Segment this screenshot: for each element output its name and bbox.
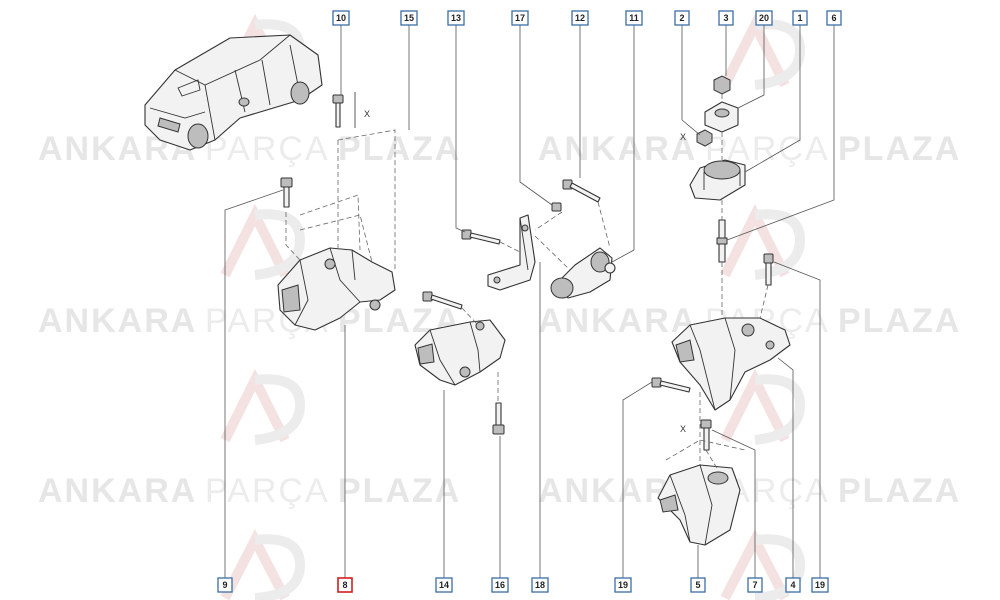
bolt-10: X [332,92,370,128]
watermark-word: PLAZA [838,472,961,510]
watermark-logo [220,203,306,280]
watermark-word: PLAZA [338,472,461,510]
callout-15[interactable]: 15 [400,10,418,26]
leader-dash [534,235,571,271]
watermark-word: PARÇA [205,472,330,510]
leader-dash [499,241,521,253]
stud-6 [716,219,728,263]
leader-dash [705,449,719,471]
dimension-x-label: X [680,132,686,142]
leader-dash [285,212,301,261]
mount-bracket-14 [414,319,506,386]
bolt-19b [763,253,774,286]
nut-2: X [680,129,713,147]
callout-8[interactable]: 8 [337,577,353,593]
callout-label: 17 [515,13,525,23]
callout-label: 14 [439,580,449,590]
watermark-logo [220,529,306,600]
callout-label: 8 [342,580,347,590]
callout-label: 9 [222,580,227,590]
callout-9[interactable]: 9 [217,577,233,593]
callout-13[interactable]: 13 [447,10,465,26]
callout-4[interactable]: 4 [785,577,801,593]
watermark-word: PLAZA [338,130,461,168]
callout-label: 15 [404,13,414,23]
leader-dash [299,194,361,251]
callout-label: 6 [831,13,836,23]
callout-label: 3 [723,13,728,23]
callout-label: 19 [815,580,825,590]
mount-bracket-8 [277,247,396,331]
callout-label: 13 [451,13,461,23]
callout-18[interactable]: 18 [531,577,549,593]
watermark-word: ANKARA [538,130,697,168]
watermark-word: ANKARA [538,302,697,340]
callout-5[interactable]: 5 [690,577,706,593]
bolt-13 [461,229,501,245]
torque-rod-11 [550,247,616,299]
watermark-word: PLAZA [838,302,961,340]
leader-lines [224,24,835,580]
callout-10[interactable]: 10 [332,10,350,26]
watermark-logo [720,13,806,90]
bolt-12 [562,179,601,203]
callout-label: 1 [797,13,802,23]
callout-19[interactable]: 19 [614,577,632,593]
callout-16[interactable]: 16 [491,577,509,593]
callout-label: 2 [679,13,684,23]
leader-dash [534,211,563,231]
callout-20[interactable]: 20 [755,10,773,26]
callout-label: 7 [752,580,757,590]
callout-17[interactable]: 17 [511,10,529,26]
engine-mount-1 [689,159,746,201]
car-illustration [144,34,323,151]
callout-7[interactable]: 7 [747,577,763,593]
bracket-5 [657,464,741,546]
watermark-word: ANKARA [38,472,197,510]
bolt-15 [422,291,463,310]
callout-label: 11 [629,13,639,23]
callout-19-right[interactable]: 19 [811,577,829,593]
watermark-word: ANKARA [38,302,197,340]
callout-label: 18 [535,580,545,590]
leader-dash [337,129,396,270]
callout-12[interactable]: 12 [571,10,589,26]
leader-dash [461,307,479,326]
bolt-7: X [680,419,712,451]
callout-2[interactable]: 2 [674,10,690,26]
callout-6[interactable]: 6 [826,10,842,26]
watermark-logo [720,203,806,280]
callout-14[interactable]: 14 [435,577,453,593]
bolt-19 [651,377,691,393]
callout-label: 10 [336,13,346,23]
washer-20 [704,101,739,133]
mount-bracket-right [671,317,791,411]
callout-label: 5 [695,580,700,590]
callout-label: 16 [495,580,505,590]
watermark-word: PARÇA [205,130,330,168]
dimension-x-label: X [364,109,370,119]
leader-dash [759,284,769,319]
bracket-18 [487,214,536,291]
bolt-16 [492,402,505,435]
callout-1[interactable]: 1 [792,10,808,26]
bolt-9 [280,177,293,208]
nut-3 [713,75,731,95]
callout-11[interactable]: 11 [625,10,643,26]
callout-label: 20 [759,13,769,23]
leader-dash [299,214,373,263]
callout-label: 19 [618,580,628,590]
watermark-logo [220,368,306,445]
callout-label: 12 [575,13,585,23]
watermark-logo [720,368,806,445]
bolt-17 [551,202,562,212]
callout-label: 4 [790,580,795,590]
watermark-word: PLAZA [838,130,961,168]
dimension-x-label: X [680,424,686,434]
callout-3[interactable]: 3 [718,10,734,26]
leader-dash [597,201,611,249]
